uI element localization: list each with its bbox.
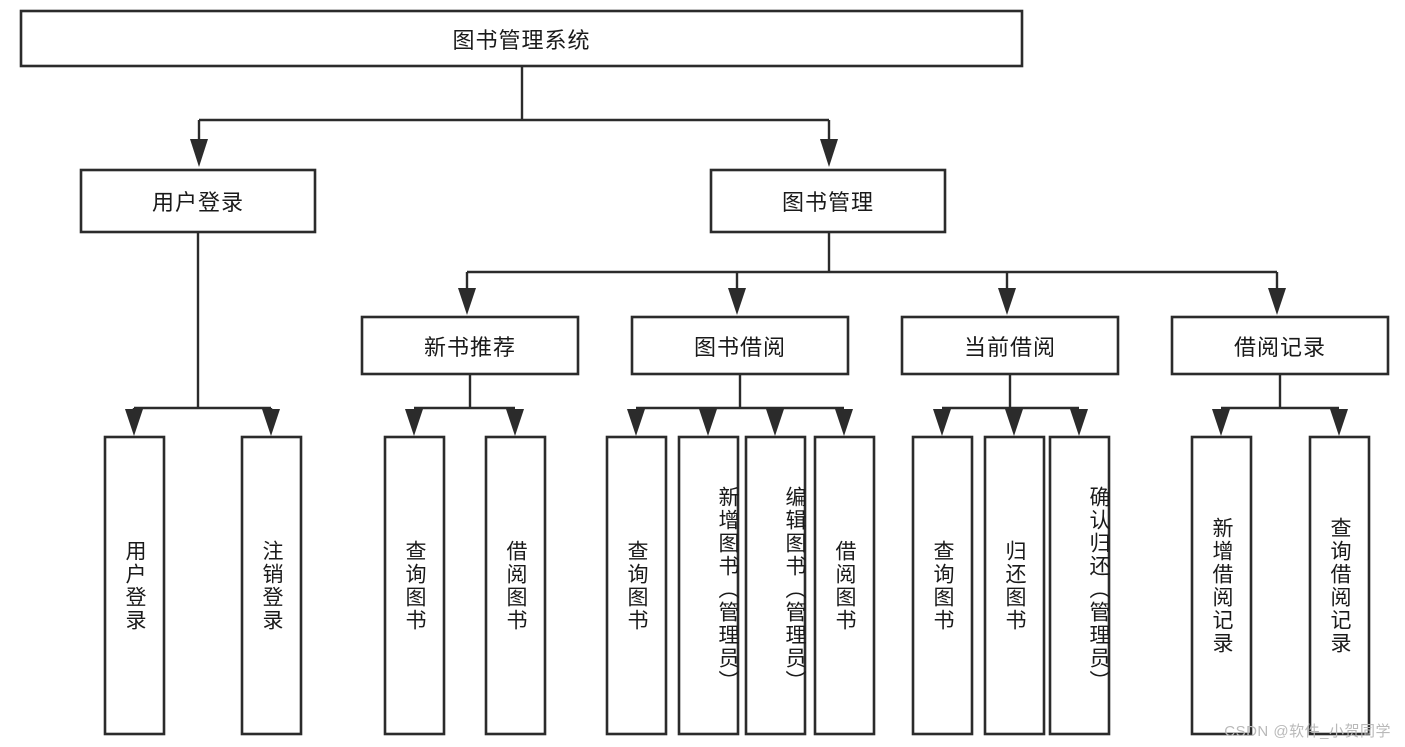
- node-box-leaf-9[interactable]: [983, 435, 1046, 736]
- node-box-leaf-3[interactable]: [484, 435, 547, 736]
- watermark-text: CSDN @软件_小贺同学: [1224, 723, 1391, 740]
- arrow-bm-to-current: [998, 288, 1016, 315]
- node-box-borrow-records[interactable]: [1170, 315, 1390, 376]
- node-box-leaf-7[interactable]: [813, 435, 876, 736]
- arrow-nb-to-query-books: [405, 409, 423, 436]
- node-box-leaf-4[interactable]: [605, 435, 668, 736]
- arrow-bm-to-borrow: [728, 288, 746, 315]
- node-box-leaf-2[interactable]: [383, 435, 446, 736]
- arrow-ul-to-logout-leaf: [262, 409, 280, 436]
- arrow-cb-to-query-books: [933, 409, 951, 436]
- node-box-leaf-1[interactable]: [240, 435, 303, 736]
- node-box-leaf-8[interactable]: [911, 435, 974, 736]
- connector-group-current: [933, 374, 1088, 436]
- node-box-leaf-10[interactable]: [1048, 435, 1111, 736]
- connector-group-user-login: [125, 232, 280, 436]
- arrow-root-to-user-login: [190, 139, 208, 167]
- node-box-book-management[interactable]: [709, 168, 947, 234]
- arrow-bw-to-borrow-book: [835, 409, 853, 436]
- arrow-bw-to-add-book: [699, 409, 717, 436]
- arrow-bw-to-edit-book: [766, 409, 784, 436]
- connector-group-book-mgmt: [458, 232, 1286, 315]
- connector-group-records: [1212, 374, 1348, 436]
- arrow-nb-to-borrow-books: [506, 409, 524, 436]
- arrow-rc-to-add-record: [1212, 409, 1230, 436]
- node-box-root[interactable]: [19, 9, 1024, 68]
- arrow-rc-to-query-record: [1330, 409, 1348, 436]
- node-box-user-login[interactable]: [79, 168, 317, 234]
- arrow-bm-to-records: [1268, 288, 1286, 315]
- connector-group-root: [190, 66, 838, 167]
- arrow-root-to-book-mgmt: [820, 139, 838, 167]
- arrow-bw-to-query-books: [627, 409, 645, 436]
- arrow-ul-to-user-login-leaf: [125, 409, 143, 436]
- node-box-new-book-recommend[interactable]: [360, 315, 580, 376]
- node-box-leaf-0[interactable]: [103, 435, 166, 736]
- node-box-book-borrow[interactable]: [630, 315, 850, 376]
- arrow-cb-to-confirm-return: [1070, 409, 1088, 436]
- node-box-leaf-6[interactable]: [744, 435, 807, 736]
- node-box-leaf-12[interactable]: [1308, 435, 1371, 736]
- arrow-cb-to-return-books: [1005, 409, 1023, 436]
- node-box-current-borrow[interactable]: [900, 315, 1120, 376]
- node-box-leaf-5[interactable]: [677, 435, 740, 736]
- connector-group-borrow: [627, 374, 853, 436]
- arrow-bm-to-new-books: [458, 288, 476, 315]
- connector-group-new-books: [405, 374, 524, 436]
- node-box-leaf-11[interactable]: [1190, 435, 1253, 736]
